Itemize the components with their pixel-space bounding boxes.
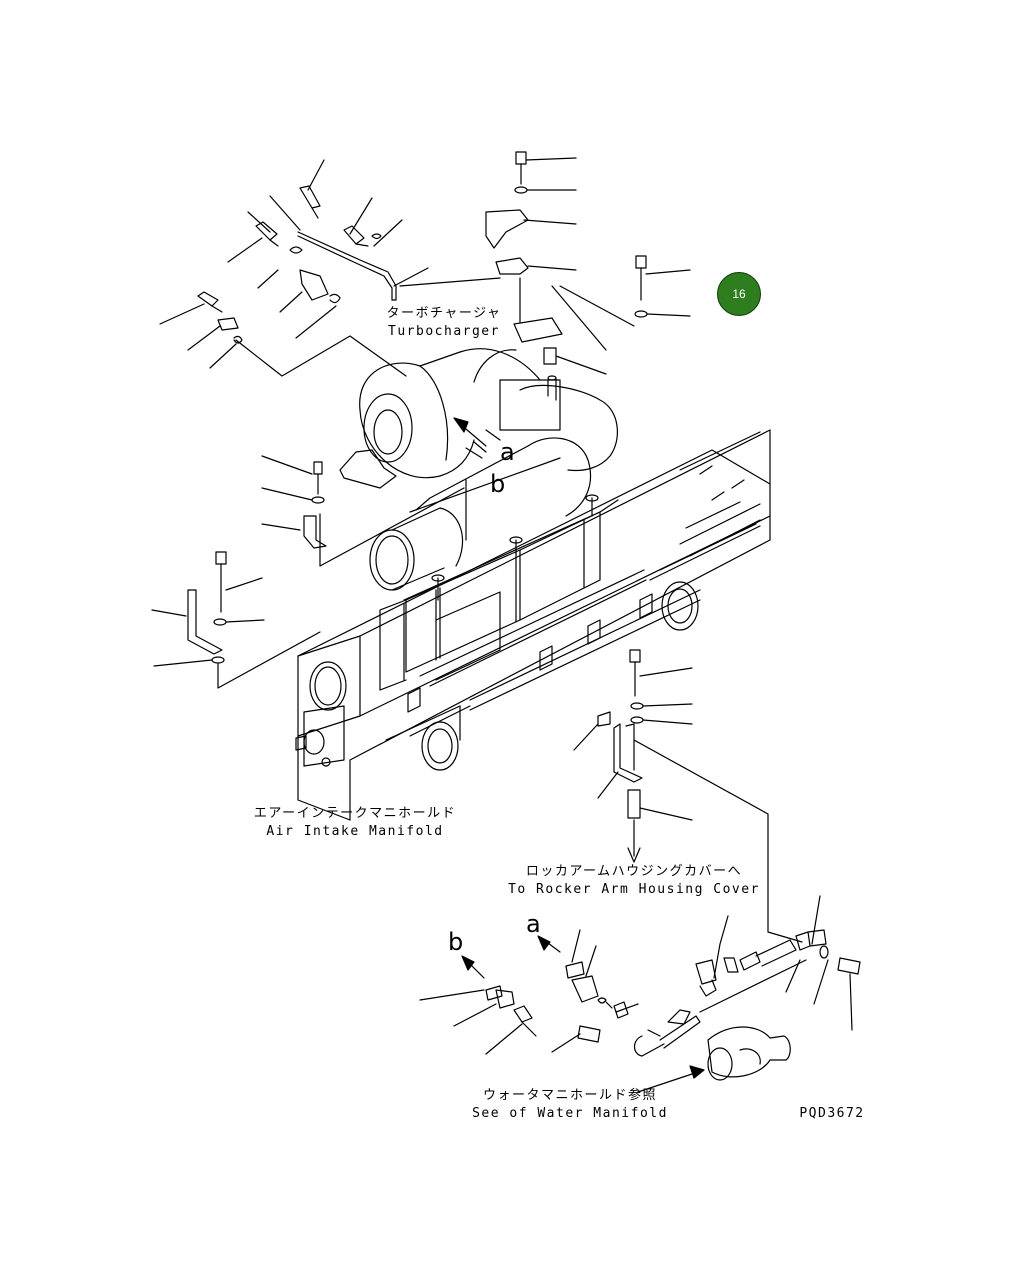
label-water-manifold-jp: ウォータマニホールド参照 [482, 1088, 657, 1103]
label-water-manifold-en: See of Water Manifold [472, 1106, 668, 1121]
left-bracket-parts [151, 455, 465, 689]
right-bracket-group [573, 649, 803, 943]
view-marker-b-upper: b [490, 470, 506, 498]
label-turbocharger-en: Turbocharger [388, 324, 500, 339]
turbocharger-body [339, 348, 618, 517]
label-rocker-en: To Rocker Arm Housing Cover [508, 882, 760, 897]
oil-pipe-assembly [159, 159, 429, 377]
view-marker-a-lower: a [526, 910, 541, 938]
view-marker-b-lower: b [448, 928, 464, 956]
top-bracket-stack [399, 151, 691, 375]
direction-arrows [453, 417, 705, 1093]
drawing-code: PQD3672 [799, 1106, 865, 1121]
callout-badge: 16 [717, 272, 761, 316]
air-intake-manifold [295, 429, 771, 821]
label-air-intake-jp: エアーインテークマニホールド [253, 806, 457, 821]
callout-badge-number: 16 [732, 287, 746, 301]
label-air-intake-en: Air Intake Manifold [266, 824, 444, 839]
intake-pipe [369, 507, 464, 591]
label-rocker-jp: ロッカアームハウジングカバーへ [525, 864, 743, 879]
water-fittings [605, 895, 861, 1081]
lower-left-parts [419, 929, 607, 1055]
view-marker-a-upper: a [500, 438, 515, 466]
label-turbocharger-jp: ターボチャージャ [386, 306, 502, 321]
